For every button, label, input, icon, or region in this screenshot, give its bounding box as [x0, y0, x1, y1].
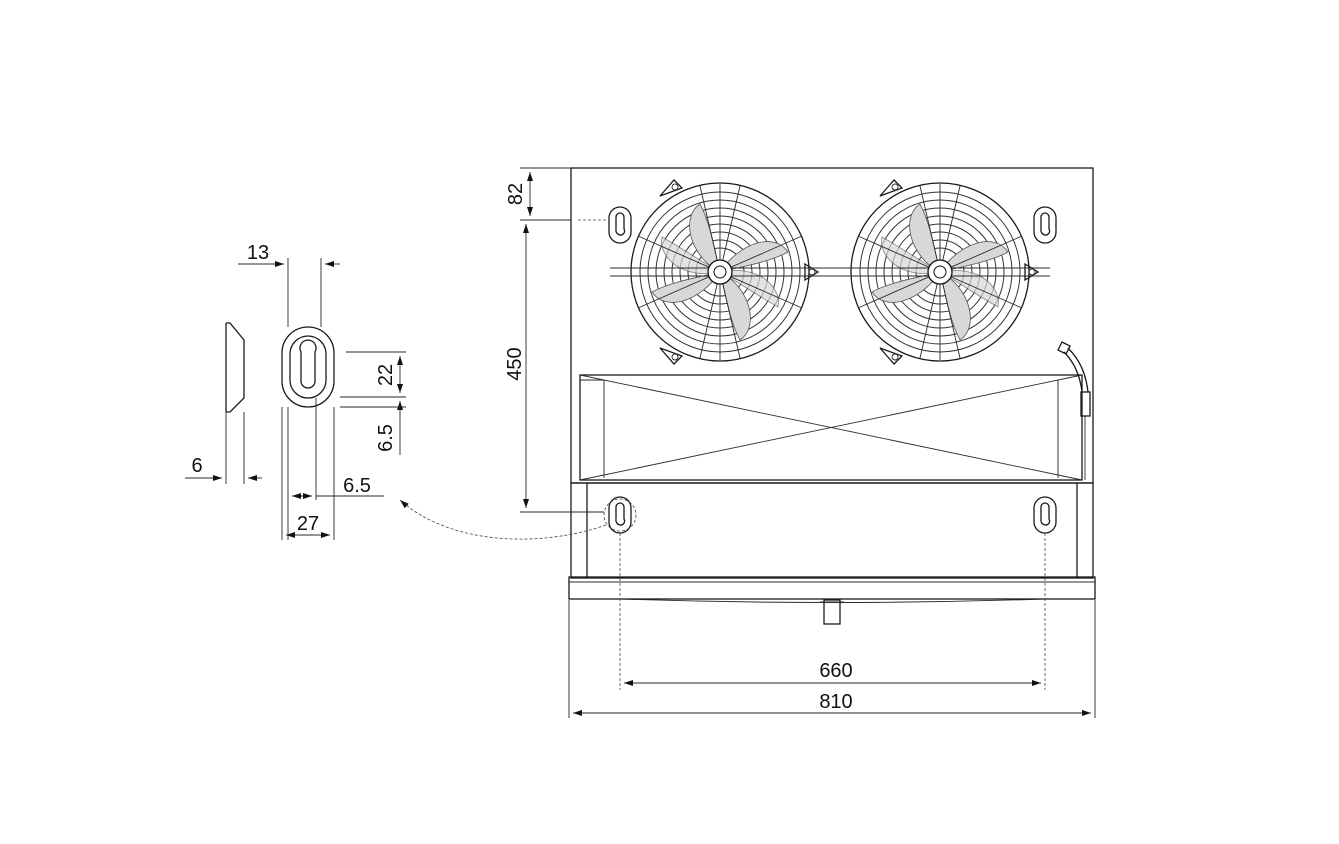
main-unit	[568, 167, 1096, 625]
dim-detail-outer-width: 27	[297, 513, 319, 535]
drip-tray	[568, 576, 1096, 600]
lower-panel	[570, 482, 1094, 579]
main-dimensions: 82 450 660 810	[504, 167, 1096, 718]
dim-overall-width: 810	[819, 691, 852, 713]
dim-detail-slot-width: 13	[247, 242, 269, 264]
keyhole-detail: 13 22 6.5 6 6.5 27	[185, 242, 406, 540]
pipe-connection	[1057, 341, 1091, 480]
dim-detail-edge-offset: 6.5	[343, 475, 371, 497]
keyhole-slot-icon-upper-right	[1033, 206, 1057, 244]
side-profile	[225, 322, 245, 413]
callout-arrow	[399, 499, 607, 540]
coil-block	[579, 374, 1083, 481]
fan-icon-right	[829, 179, 1051, 365]
dim-vertical-spacing: 450	[504, 347, 526, 380]
keyhole-slot-icon-lower-left	[608, 496, 632, 534]
keyhole-slot-icon-upper-left	[608, 206, 632, 244]
keyhole-slot-icon-lower-right	[1033, 496, 1057, 534]
dim-detail-offset-bottom: 6.5	[375, 424, 397, 452]
drain-outlet	[823, 599, 841, 625]
dim-detail-thickness: 6	[191, 455, 202, 477]
dim-top-offset: 82	[505, 183, 527, 205]
dim-detail-slot-length: 22	[375, 364, 397, 386]
fan-icon-left	[609, 179, 831, 365]
keyhole-slot-icon-detail	[281, 326, 335, 408]
detail-callout-circle	[603, 498, 637, 532]
dim-hole-spacing: 660	[819, 660, 852, 682]
